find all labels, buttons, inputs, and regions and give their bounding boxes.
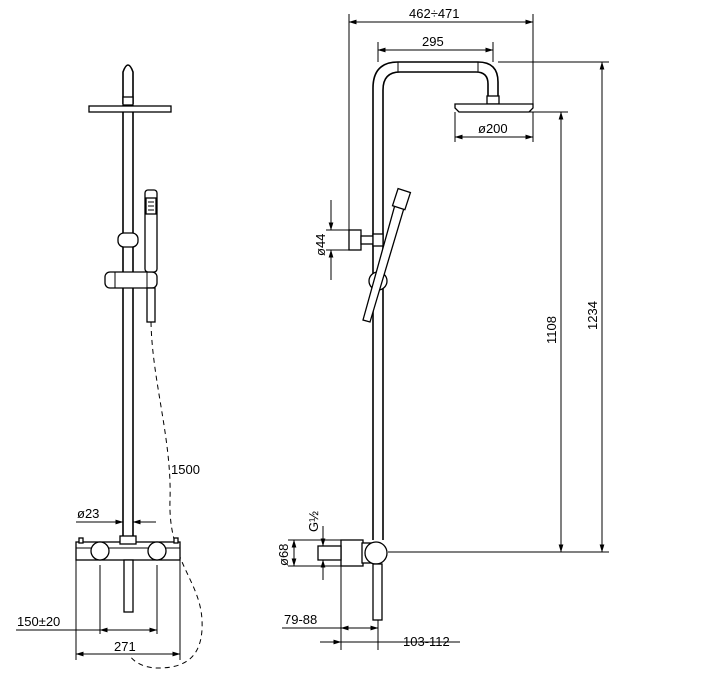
dim-hose-length: 1500 [171,462,200,477]
dim-height-to-arm: 1108 [544,316,559,344]
side-wall-bracket [348,229,362,251]
front-valve-knob-left [90,541,110,561]
side-escutcheon [340,539,364,567]
side-riser-arm-outer [372,61,499,540]
dim-pipe-diameter: ø23 [77,506,99,521]
front-hose [129,321,203,669]
front-riser-loop [122,64,134,104]
dim-valve-offset: 103-112 [403,634,450,649]
front-spout [123,559,134,613]
dim-wall-offset: 79-88 [284,612,317,627]
front-view: ø23 1500 150±20 271 [16,64,203,669]
side-hand-shower [362,193,408,323]
dim-height-total: 1234 [585,301,600,330]
dim-arm-length: 295 [422,34,444,49]
front-shower-head [88,105,172,113]
dim-width-total: 462÷471 [409,6,460,21]
dim-escutcheon-diameter: ø68 [276,544,291,566]
side-riser-arm-inner [382,71,489,540]
dim-valve-width: 271 [114,639,136,654]
front-riser-collar [122,96,134,106]
front-hand-shower-slider [104,271,158,289]
side-shower-head [454,103,534,113]
front-valve-knob-right [147,541,167,561]
side-spout [372,563,383,621]
dim-center-distance: 150±20 [17,614,60,629]
side-valve-knob [364,541,388,565]
dim-wall-mount-diameter: ø44 [313,234,328,256]
front-rail-clamp [117,232,139,248]
side-view: 462÷471 295 ø200 ø44 1108 1234 G½ [276,6,609,650]
dim-thread: G½ [306,511,321,532]
dim-head-diameter: ø200 [478,121,508,136]
